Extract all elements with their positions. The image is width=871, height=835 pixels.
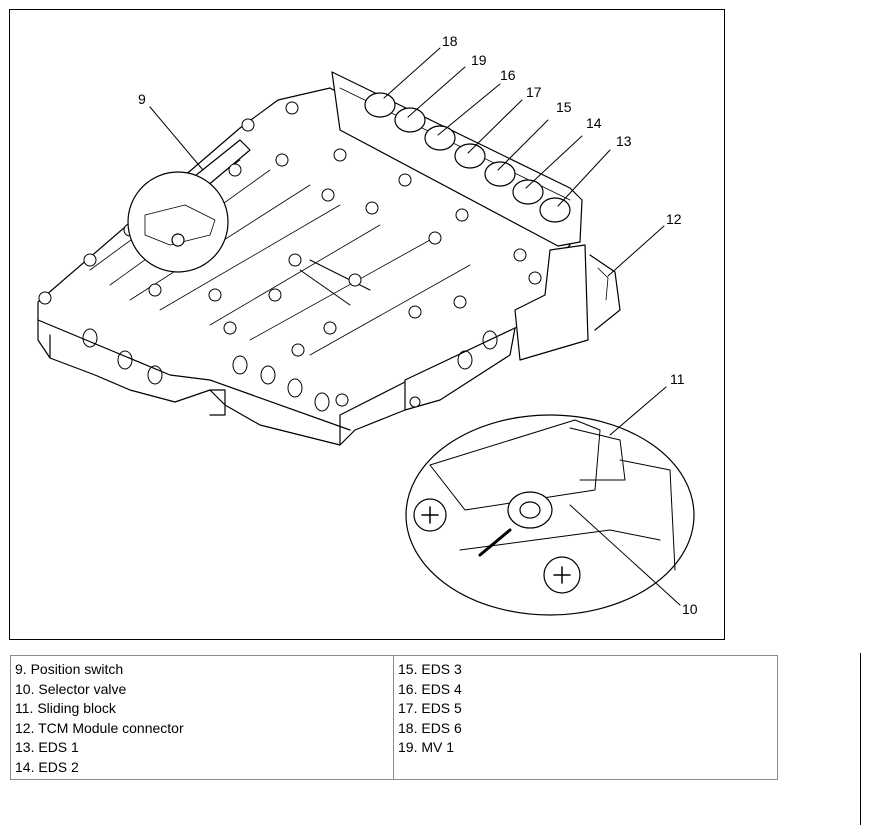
callout-15: 15: [556, 99, 572, 115]
callout-14: 14: [586, 115, 602, 131]
callout-10: 10: [682, 601, 698, 617]
legend-item: 15. EDS 3: [398, 661, 462, 677]
legend-item: 16. EDS 4: [398, 680, 462, 697]
legend-item: 9. Position switch: [15, 661, 124, 677]
legend-item: 18. EDS 6: [398, 719, 462, 736]
callout-19: 19: [471, 52, 487, 68]
callout-17: 17: [526, 84, 542, 100]
tcm-connector: [514, 244, 621, 361]
legend-item: 10. Selector valve: [15, 680, 127, 697]
solenoid-bank: [331, 71, 583, 247]
detail-circle-small: [127, 171, 229, 273]
side-ports: [82, 328, 498, 412]
legend-column-left: 9. Position switch 10. Selector valve 11…: [11, 656, 394, 779]
legend-item: 14. EDS 2: [15, 758, 79, 775]
callout-18: 18: [442, 33, 458, 49]
detail-magnifier-icon: [405, 414, 695, 616]
page-divider: [860, 653, 861, 825]
legend-table: 9. Position switch 10. Selector valve 11…: [10, 655, 778, 780]
callout-11: 11: [670, 371, 685, 387]
legend-item: 12. TCM Module connector: [15, 719, 184, 736]
valve-body-outline: [37, 87, 571, 446]
valve-body-drawing-icon: [37, 47, 695, 616]
legend-item: 13. EDS 1: [15, 739, 79, 755]
callout-13: 13: [616, 133, 632, 149]
callout-9: 9: [138, 91, 146, 107]
callout-16: 16: [500, 67, 516, 83]
legend-item: 17. EDS 5: [398, 700, 462, 716]
leader-lines: [149, 47, 681, 606]
legend-item: 19. MV 1: [398, 739, 455, 755]
legend-item: 11. Sliding block: [15, 700, 116, 716]
figure-frame: 9 18 19 16 17 15 14 13 12 11 10: [9, 9, 725, 640]
legend-column-right: 15. EDS 3 16. EDS 4 17. EDS 5 18. EDS 6 …: [394, 656, 777, 779]
callout-12: 12: [666, 211, 682, 227]
